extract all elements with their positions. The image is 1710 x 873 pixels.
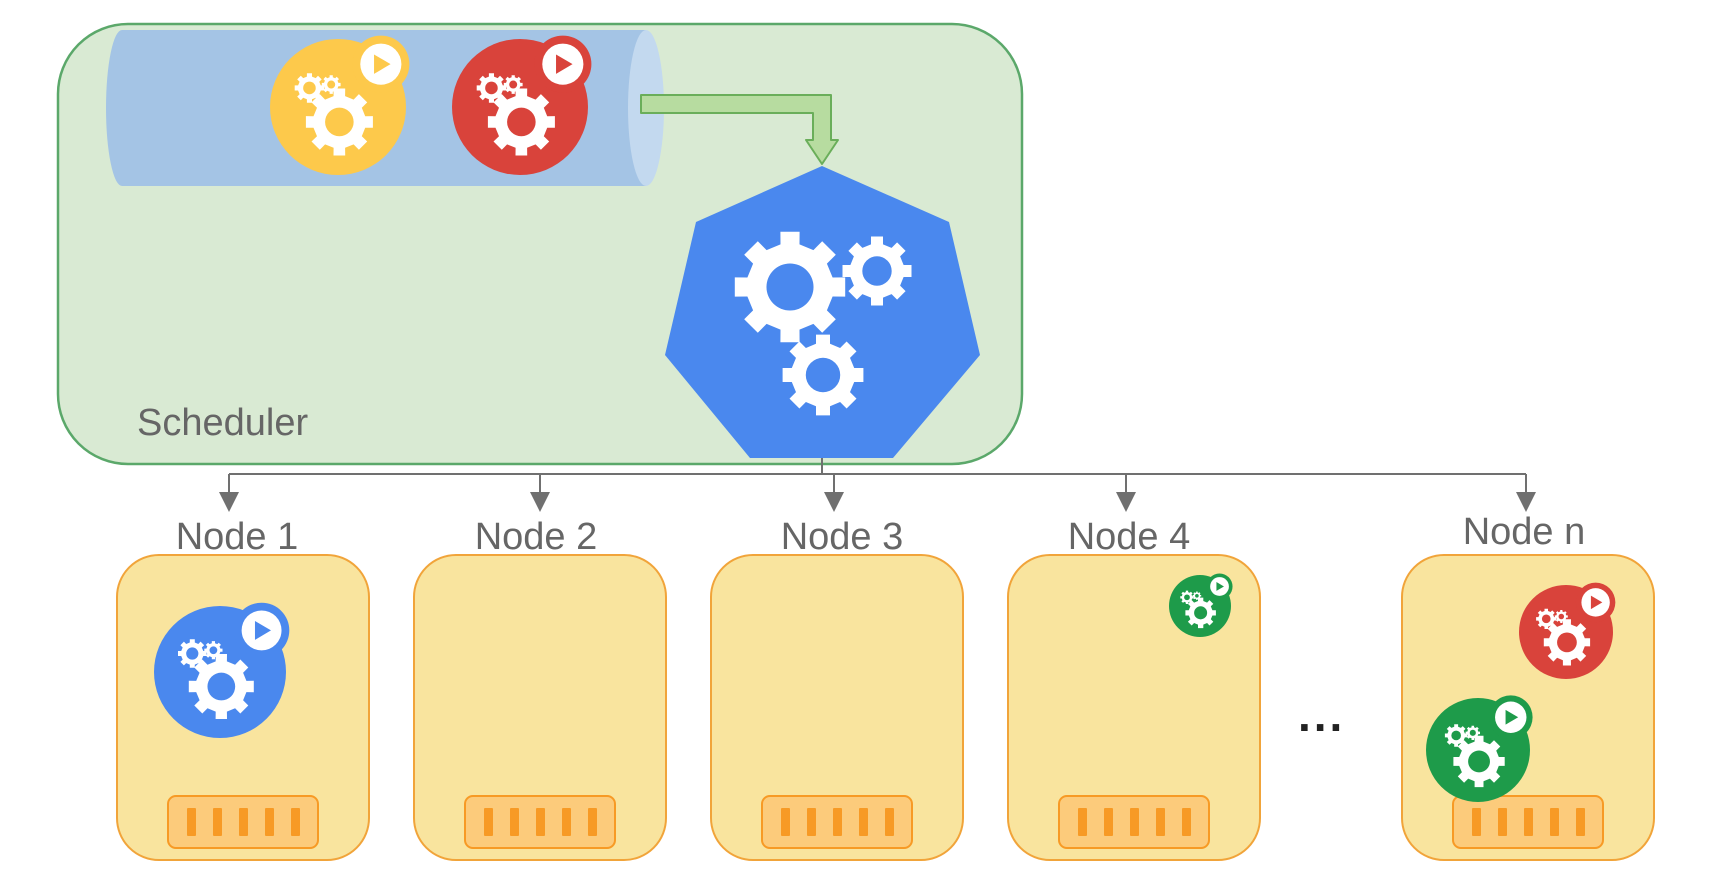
- node-2-box: [413, 554, 667, 861]
- play-icon: [1216, 582, 1224, 591]
- port-icon: [167, 795, 319, 849]
- play-icon: [1505, 709, 1519, 725]
- gear-icon: [1192, 591, 1202, 600]
- gear-icon: [321, 75, 341, 94]
- gear-icon: [1185, 597, 1216, 629]
- node-3-box: [710, 554, 964, 861]
- node-label: Node 4: [1067, 516, 1191, 558]
- more-nodes-ellipsis: ...: [1298, 689, 1346, 741]
- gear-icon: [734, 231, 846, 343]
- gear-icon: [1536, 608, 1557, 629]
- node-connectors: [219, 458, 1536, 512]
- gear-icon: [294, 73, 325, 103]
- gear-icon: [1465, 725, 1480, 740]
- gear-icon: [842, 236, 912, 306]
- play-icon: [1590, 595, 1603, 610]
- gear-icon: [1180, 590, 1194, 604]
- queue-pods: [270, 35, 592, 175]
- gear-icon: [1444, 724, 1468, 747]
- node-label: Node 2: [474, 516, 598, 558]
- pod-icon: [1169, 573, 1233, 637]
- port-icon: [1452, 795, 1604, 849]
- gears-icon: [734, 231, 912, 416]
- pod-icon: [270, 35, 410, 175]
- pod-icon: [154, 602, 290, 738]
- pod-icon: [1426, 695, 1533, 802]
- node-5-box: [1401, 554, 1655, 861]
- node-label: Node 3: [780, 516, 904, 558]
- node-4-box: [1007, 554, 1261, 861]
- pod-icon: [1519, 582, 1616, 679]
- node-1-box: [116, 554, 370, 861]
- port-icon: [464, 795, 616, 849]
- gear-icon: [1453, 735, 1505, 788]
- node-label: Node n: [1462, 511, 1586, 553]
- scheduler-label: Scheduler: [137, 402, 309, 444]
- play-icon: [254, 620, 272, 640]
- gear-icon: [1554, 610, 1568, 623]
- queue-to-engine-arrow: [640, 94, 839, 165]
- gear-icon: [188, 654, 254, 719]
- port-icon: [1058, 795, 1210, 849]
- gear-icon: [487, 88, 555, 156]
- gear-icon: [503, 75, 523, 94]
- gear-icon: [305, 88, 373, 156]
- node-label: Node 1: [175, 516, 299, 558]
- pod-icon: [452, 35, 592, 175]
- gear-icon: [178, 639, 207, 668]
- gear-icon: [204, 641, 223, 660]
- gear-icon: [1543, 619, 1591, 666]
- gear-icon: [476, 73, 507, 103]
- gear-icon: [782, 334, 864, 416]
- play-icon: [556, 54, 573, 74]
- port-icon: [761, 795, 913, 849]
- play-icon: [374, 54, 391, 74]
- nodes-layer: [116, 554, 1655, 861]
